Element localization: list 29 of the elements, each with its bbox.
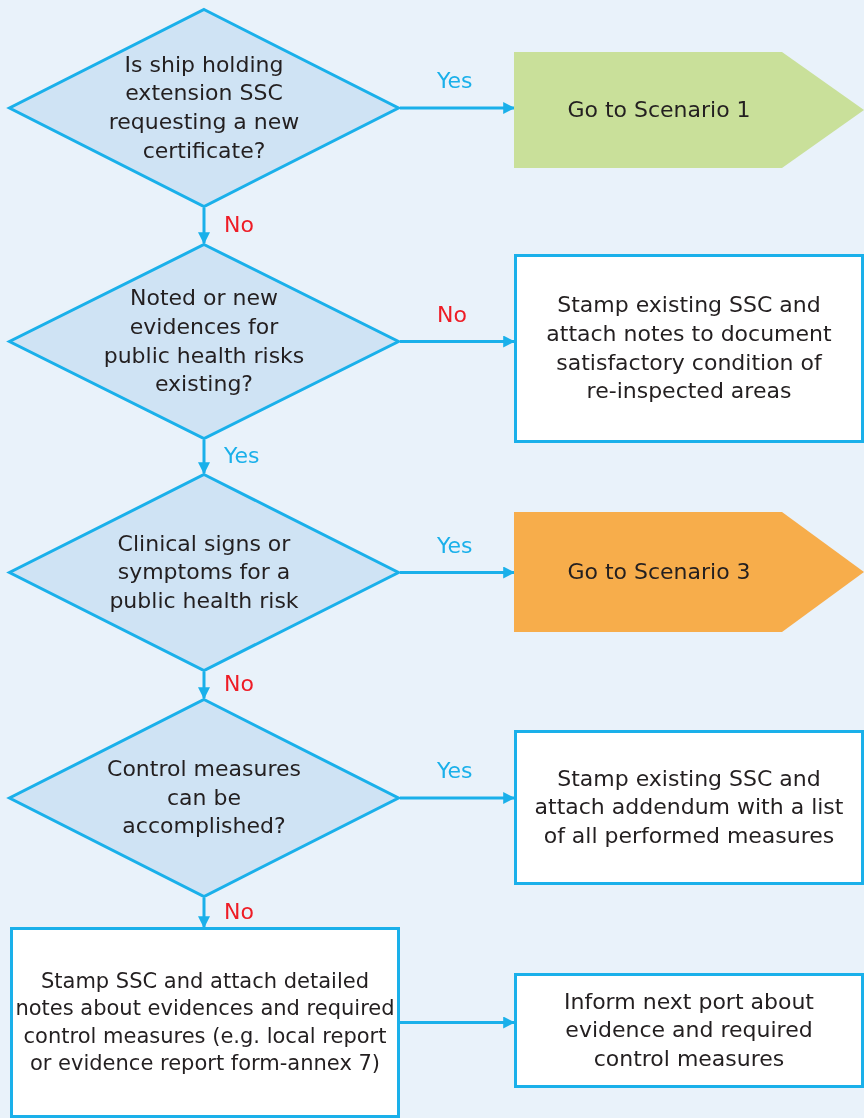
decision-diamond [8, 698, 400, 898]
process-box [10, 927, 400, 1118]
node-text: Inform next port about evidence and required control measures [563, 987, 815, 1073]
node-text: Go to Scenario 3 [567, 557, 751, 586]
node-text: Stamp existing SSC and attach addendum with a list of all performed measures [533, 764, 845, 850]
arrow-shape [514, 512, 864, 632]
node-text: Noted or new evidences for public health risks existing? [102, 284, 306, 399]
arrow [198, 208, 210, 245]
process-box [514, 730, 864, 885]
arrow [400, 1016, 516, 1029]
arrow [400, 566, 516, 579]
node-text: Stamp existing SSC and attach notes to document satisfactory condition of re-inspected areas [545, 291, 833, 406]
decision-diamond [8, 473, 400, 672]
node-text: Clinical signs or symptoms for a public health risk [108, 529, 300, 615]
decision-diamond [8, 243, 400, 440]
arrow [400, 102, 516, 114]
node-text: Stamp SSC and attach detailed notes about evidences and required control measures (e.g. local report or evidence report form-annex 7) [15, 967, 395, 1077]
arrow [198, 898, 210, 929]
decision-diamond [8, 8, 400, 208]
arrow-shape [514, 52, 864, 168]
process-box [514, 254, 864, 443]
node-text: Is ship holding extension SSC requesting a new certificate? [107, 50, 301, 165]
node-text: Go to Scenario 1 [567, 95, 751, 124]
process-box [514, 973, 864, 1088]
arrow [198, 440, 210, 475]
arrow [400, 792, 516, 804]
arrow [198, 672, 210, 700]
arrow [400, 335, 516, 348]
node-text: Control measures can be accomplished? [106, 755, 302, 841]
